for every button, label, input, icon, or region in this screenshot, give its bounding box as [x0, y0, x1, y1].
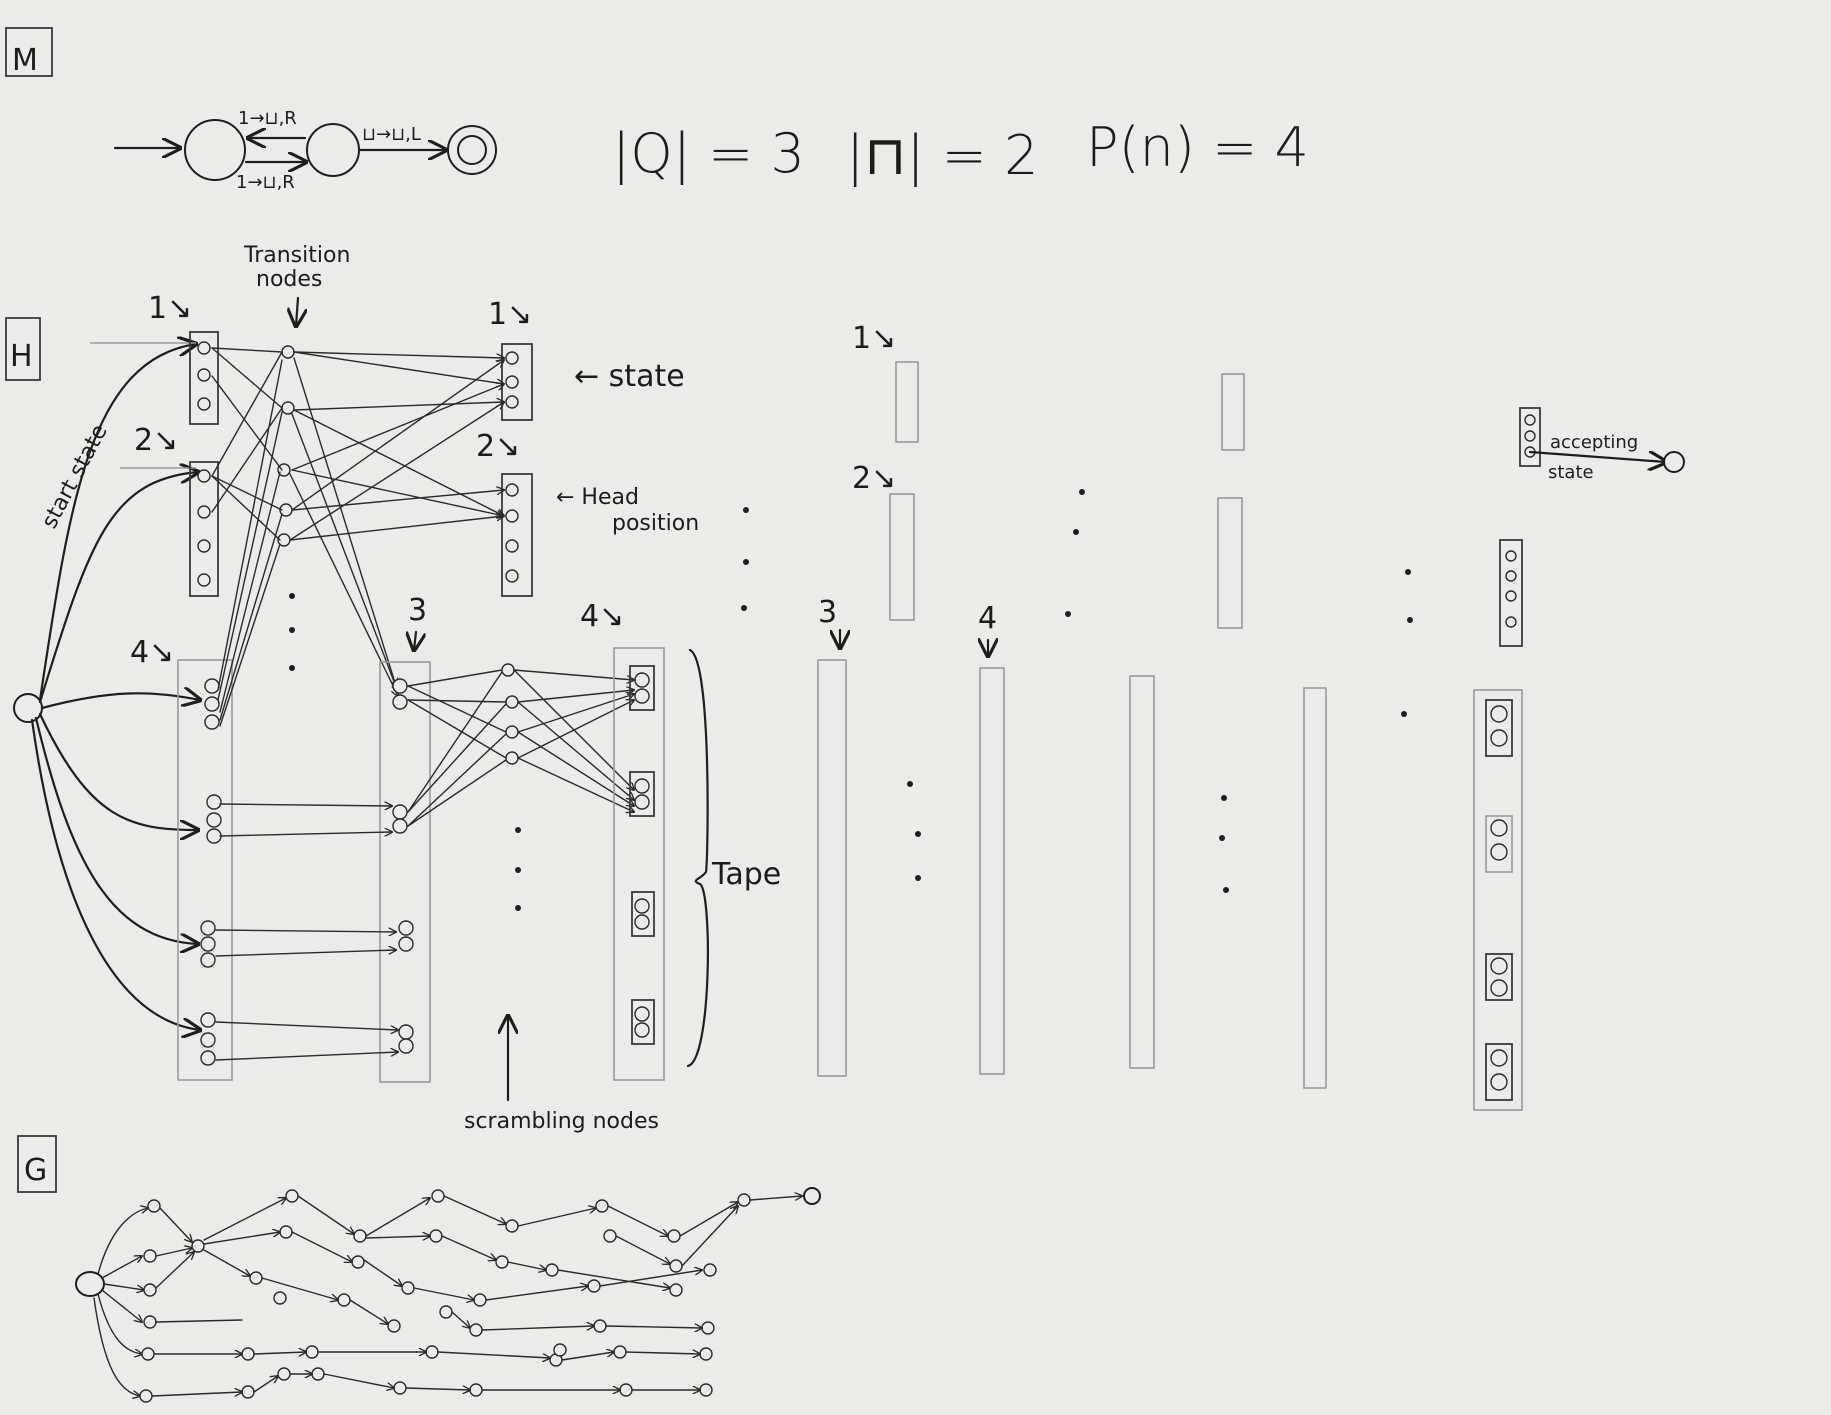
machine-state-2: [306, 123, 360, 177]
graph-edges: [151, 1196, 802, 1397]
scrambling-nodes-label: scrambling nodes: [464, 1109, 659, 1134]
column-2-scramble-left-cells: [392, 678, 414, 1054]
c3-index-1: 1↘: [852, 321, 896, 356]
transition-nodes-label-2: nodes: [256, 267, 322, 292]
transition-nodes: [277, 345, 295, 671]
tape-copy-edges: [215, 804, 398, 1061]
transition-edges-left: [211, 347, 283, 727]
edge-bottom-label: 1→⊔,R: [236, 172, 295, 193]
c1-index-1: 1↘: [148, 291, 192, 326]
transition-nodes-arrow: [296, 296, 298, 326]
section-g: G: [17, 1135, 821, 1403]
ellipsis-dots: [741, 489, 1413, 893]
c3-index-2: 2↘: [852, 461, 896, 496]
final-state-box: [1519, 407, 1541, 467]
column-3-tape-box-b: [979, 667, 1005, 1075]
column-2-tape-right-cells: [629, 665, 655, 1045]
column-1-tape-box: [177, 659, 233, 1081]
section-h: H Transition nodes start state 1↘ 2↘ 4↘: [5, 243, 1685, 1134]
c3-index-3: 3: [818, 595, 837, 630]
param-q: |Q| = 3: [612, 122, 805, 185]
column-3-state-box: [895, 361, 919, 443]
column-2-tape-right-box: [613, 647, 665, 1081]
machine-state-accept-inner: [457, 135, 487, 165]
column-4-head-box: [1217, 497, 1243, 629]
machine-state-1: [184, 119, 246, 181]
graph-start-edges: [93, 1208, 148, 1396]
accepting-state-label-2: state: [1548, 462, 1594, 483]
transition-edges-right: [289, 351, 504, 696]
scrambling-nodes: [501, 663, 521, 911]
c2-index-1: 1↘: [488, 297, 532, 332]
tape-label: Tape: [711, 857, 781, 892]
c3-index-4: 4: [978, 601, 997, 636]
section-g-label: G: [24, 1153, 47, 1188]
c1-index-4: 4↘: [130, 635, 174, 670]
column-2-state-box: [501, 343, 533, 421]
tape-brace: [686, 648, 709, 1068]
scrambling-edges: [407, 669, 634, 827]
accept-edge: [1528, 452, 1666, 462]
param-gamma: |⊓| = 2: [846, 124, 1038, 187]
section-m-label: M: [12, 43, 38, 78]
column-3-head-box: [889, 493, 915, 621]
c2-index-2: 2↘: [476, 429, 520, 464]
final-tape-cells: [1485, 699, 1513, 1101]
section-m: M 1→⊔,R 1→⊔,R ⊔→⊔,L |Q| = 3 |⊓| = 2 P(n)…: [5, 27, 1309, 193]
head-position-label-1: ← Head: [556, 485, 639, 510]
column-2-head-box: [501, 473, 533, 597]
transition-nodes-label-1: Transition: [243, 243, 350, 268]
section-h-label: H: [10, 339, 33, 374]
column-1-state-box: [189, 331, 219, 425]
column-2-scramble-left-box: [379, 661, 431, 1083]
edge-top-label: 1→⊔,R: [238, 108, 297, 129]
final-tape-box: [1473, 689, 1523, 1111]
graph-g: [75, 1187, 821, 1403]
state-label: ← state: [574, 359, 685, 394]
param-p: P(n) = 4: [1086, 116, 1309, 179]
section-h-box: [5, 317, 41, 381]
edge-accept-label: ⊔→⊔,L: [362, 124, 421, 145]
accepting-state-label-1: accepting: [1550, 432, 1638, 453]
start-state-label: start state: [37, 420, 113, 532]
column-1-tape-cells: [200, 678, 222, 1066]
c2-index-3-arrow: [414, 630, 416, 650]
accepting-node: [1663, 451, 1685, 473]
section-g-box: [17, 1135, 57, 1193]
column-4-state-box: [1221, 373, 1245, 451]
final-head-box: [1499, 539, 1523, 647]
start-node: [13, 693, 43, 723]
column-4-tape-box-b: [1303, 687, 1327, 1089]
c1-index-2: 2↘: [134, 423, 178, 458]
column-4-tape-box-a: [1129, 675, 1155, 1069]
column-3-tape-box-a: [817, 659, 847, 1077]
machine-diagram: 1→⊔,R 1→⊔,R ⊔→⊔,L: [113, 108, 497, 193]
start-edges: [30, 343, 200, 1030]
head-position-label-2: position: [612, 511, 699, 536]
c2-index-4: 4↘: [580, 599, 624, 634]
c2-index-3: 3: [408, 593, 427, 628]
column-1-head-box: [189, 461, 219, 597]
section-m-box: [5, 27, 53, 77]
graph-start-node: [75, 1271, 105, 1297]
